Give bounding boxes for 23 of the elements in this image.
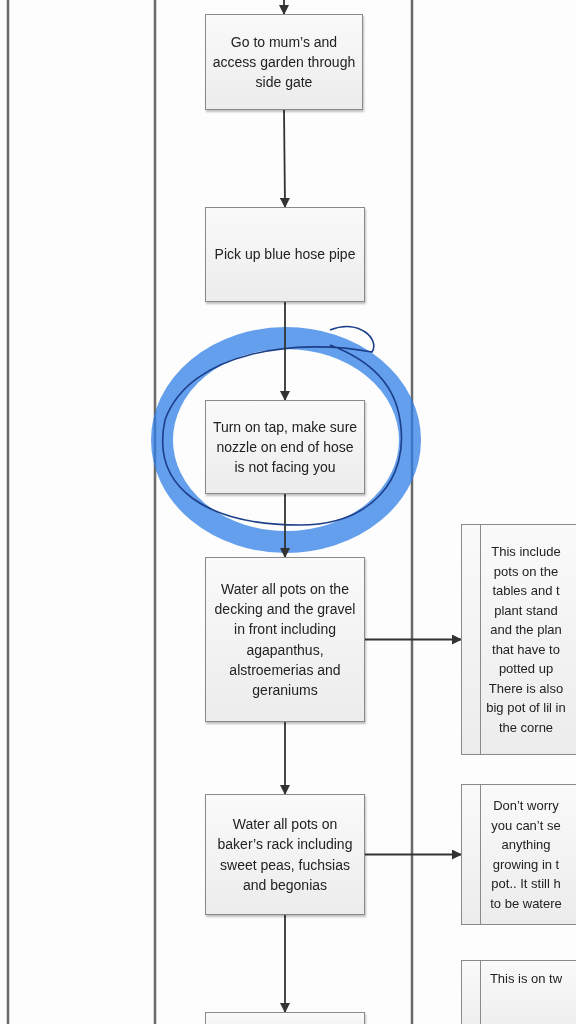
arrow: [280, 493, 290, 558]
process-box: [205, 207, 365, 302]
arrow: [279, 0, 289, 15]
process-box: [205, 794, 365, 915]
step-text: Pick up blue hose pipe: [213, 245, 357, 265]
arrow: [364, 849, 462, 860]
note-box: [461, 784, 576, 925]
step-text: Go to mum’s and access garden through side gate: [211, 32, 357, 93]
arrow: [280, 301, 290, 401]
step-text: This is on tw: [488, 970, 564, 988]
process-box: [205, 400, 365, 494]
step-text: Turn on tap, make sure nozzle on end of hose is not facing you: [211, 417, 359, 478]
process-box: [205, 557, 365, 722]
step-text: This include pots on the tables and t plant stand and the plan that have to potted up There is also big pot of lil in the corne: [485, 543, 567, 737]
step-text: Water all pots on the decking and the gravel in front including agapanthus, alstroemerias and geraniums: [213, 579, 357, 701]
arrow: [279, 109, 290, 208]
step-text: Water all pots on baker’s rack including sweet peas, fuchsias and begonias: [216, 814, 354, 895]
note-box: [461, 524, 576, 755]
step-text: Don’t worry you can’t se anything growing in t pot.. It still h to be watere: [489, 797, 563, 913]
arrow: [280, 721, 290, 795]
process-box: [205, 14, 363, 110]
arrow: [280, 914, 290, 1013]
arrow: [364, 634, 462, 645]
